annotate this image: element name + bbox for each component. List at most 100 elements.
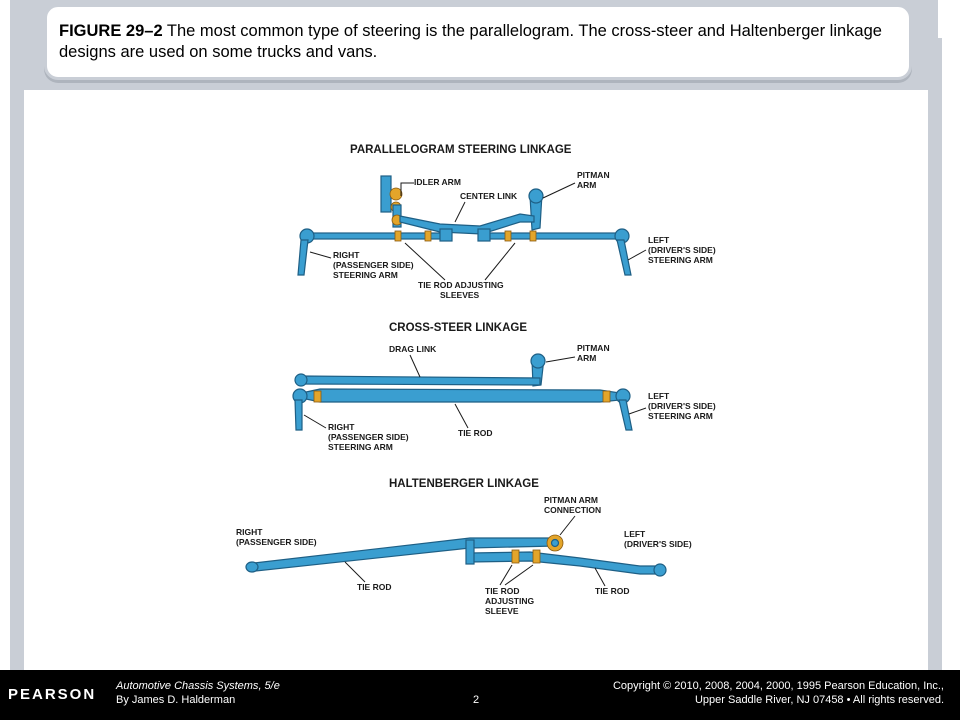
tie-rod-sleeve-2 xyxy=(424,230,432,242)
pitman-arm-label-2: ARM xyxy=(577,180,596,190)
halten-sleeve-label-3: SLEEVE xyxy=(485,606,519,616)
cross-steer-linkage: CROSS-STEER LINKAGE DRAG LINK PITMAN ARM… xyxy=(292,322,716,452)
center-link-label: CENTER LINK xyxy=(460,191,518,201)
cross-right-leader xyxy=(303,414,327,429)
pitman-arm-connection-inner xyxy=(550,538,560,548)
left-label-2: (DRIVER'S SIDE) xyxy=(648,245,716,255)
pearson-logo: PEARSON xyxy=(8,686,97,703)
slide-footer: PEARSON Automotive Chassis Systems, 5/e … xyxy=(0,670,960,720)
copyright-line-1: Copyright © 2010, 2008, 2004, 2000, 1995… xyxy=(612,680,944,692)
book-author: By James D. Halderman xyxy=(116,694,236,706)
right-label-1: RIGHT xyxy=(333,250,360,260)
cross-pitman-leader xyxy=(545,356,576,363)
cross-tie-rod xyxy=(305,388,621,403)
right-steering-arm xyxy=(297,239,309,276)
center-link xyxy=(399,213,535,235)
left-steering-arm xyxy=(616,239,632,276)
sleeves-label-2: SLEEVES xyxy=(440,290,480,300)
pitman-conn-label-2: CONNECTION xyxy=(544,505,601,515)
halten-tie-rod-left-leader xyxy=(594,567,606,587)
halten-center-block xyxy=(465,539,475,565)
halten-right-label-1: RIGHT xyxy=(236,527,263,537)
pitman-conn-label-1: PITMAN ARM xyxy=(544,495,598,505)
idler-arm-label: IDLER ARM xyxy=(414,177,461,187)
halten-tie-rod-left xyxy=(469,551,659,575)
slide-frame-right xyxy=(928,38,942,670)
tie-rod-left xyxy=(481,232,621,240)
halten-left-label-1: LEFT xyxy=(624,529,646,539)
cross-pitman-label-1: PITMAN xyxy=(577,343,610,353)
tie-rod-sleeve-3 xyxy=(504,230,512,242)
drag-link-end xyxy=(294,373,308,387)
cross-tie-rod-leader xyxy=(454,403,469,429)
cross-tie-rod-label: TIE ROD xyxy=(458,428,492,438)
pitman-arm-top xyxy=(528,188,544,204)
idler-arm-bushing xyxy=(389,187,403,201)
idler-arm-leader xyxy=(400,182,414,196)
halten-sleeve-label-2: ADJUSTING xyxy=(485,596,535,606)
cross-left-label-1: LEFT xyxy=(648,391,670,401)
cross-right-label-1: RIGHT xyxy=(328,422,355,432)
left-label-1: LEFT xyxy=(648,235,670,245)
cross-left-leader xyxy=(628,407,647,415)
caption-box: FIGURE 29–2 The most common type of stee… xyxy=(44,4,912,80)
cross-right-steering-arm xyxy=(294,399,303,431)
tie-rod-sleeve-1 xyxy=(394,230,402,242)
pitman-arm-label-1: PITMAN xyxy=(577,170,610,180)
copyright-notice: Copyright © 2010, 2008, 2004, 2000, 1995… xyxy=(613,679,944,707)
book-info: Automotive Chassis Systems, 5/e By James… xyxy=(116,679,280,707)
right-label-3: STEERING ARM xyxy=(333,270,398,280)
right-label-2: (PASSENGER SIDE) xyxy=(333,260,414,270)
cross-pitman-arm-top xyxy=(530,353,546,369)
tie-rod-sleeve-4 xyxy=(529,230,537,242)
left-label-3: STEERING ARM xyxy=(648,255,713,265)
idler-arm-bracket xyxy=(380,175,392,213)
slide-frame-left xyxy=(10,60,24,670)
drag-link xyxy=(301,375,541,386)
drag-link-label: DRAG LINK xyxy=(389,344,437,354)
page-number: 2 xyxy=(473,694,480,706)
sleeves-leader-1 xyxy=(404,242,446,281)
cross-steer-title: CROSS-STEER LINKAGE xyxy=(389,322,527,334)
figure-label: FIGURE 29–2 xyxy=(59,22,163,40)
figure-caption: FIGURE 29–2 The most common type of stee… xyxy=(59,21,899,63)
halten-sleeve-label-1: TIE ROD xyxy=(485,586,519,596)
center-link-leader xyxy=(454,201,466,223)
cross-left-label-2: (DRIVER'S SIDE) xyxy=(648,401,716,411)
cross-left-label-3: STEERING ARM xyxy=(648,411,713,421)
cross-sleeve-left xyxy=(602,390,611,403)
halten-sleeve-leader-2 xyxy=(504,564,534,586)
book-edition: , 5/e xyxy=(258,680,280,692)
sleeves-leader-2 xyxy=(484,242,516,281)
halten-tie-rod-right-label: TIE ROD xyxy=(357,582,391,592)
drag-link-leader xyxy=(409,354,421,378)
cross-right-label-2: (PASSENGER SIDE) xyxy=(328,432,409,442)
halten-sleeve-2 xyxy=(532,549,541,564)
sleeves-label-1: TIE ROD ADJUSTING xyxy=(418,280,504,290)
halten-sleeve-leader-1 xyxy=(499,564,513,586)
cross-pitman-label-2: ARM xyxy=(577,353,596,363)
pitman-conn-leader xyxy=(559,515,576,536)
halten-right-end xyxy=(245,561,259,573)
halten-tie-rod-right-leader xyxy=(344,561,366,583)
pitman-arm-leader xyxy=(542,182,576,199)
parallelogram-title: PARALLELOGRAM STEERING LINKAGE xyxy=(350,144,572,156)
center-link-end-right xyxy=(477,228,491,242)
haltenberger-linkage: HALTENBERGER LINKAGE PITMAN ARM CONNECTI… xyxy=(236,478,692,616)
cross-left-steering-arm xyxy=(618,399,633,431)
cross-sleeve-right xyxy=(313,390,322,403)
halten-right-label-2: (PASSENGER SIDE) xyxy=(236,537,317,547)
parallelogram-linkage: PARALLELOGRAM STEERING LINKAGE IDLER ARM… xyxy=(297,144,716,300)
cross-right-label-3: STEERING ARM xyxy=(328,442,393,452)
caption-text: The most common type of steering is the … xyxy=(59,22,882,61)
right-leader xyxy=(309,251,332,259)
copyright-line-2: Upper Saddle River, NJ 07458 • All right… xyxy=(694,694,944,706)
halten-sleeve-1 xyxy=(511,549,520,564)
halten-left-label-2: (DRIVER'S SIDE) xyxy=(624,539,692,549)
halten-tie-rod-left-label: TIE ROD xyxy=(595,586,629,596)
book-title: Automotive Chassis Systems xyxy=(116,680,259,692)
halten-left-end xyxy=(653,563,667,577)
haltenberger-title: HALTENBERGER LINKAGE xyxy=(389,478,539,490)
center-link-end-left xyxy=(439,228,453,242)
